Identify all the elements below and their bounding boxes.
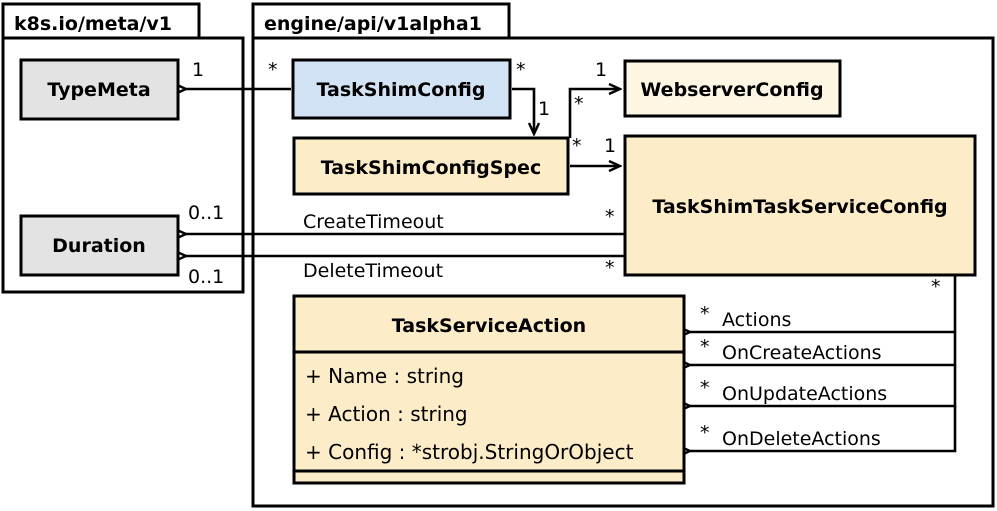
- class-attr-config: + Config : *strobj.StringOrObject: [305, 440, 634, 464]
- package-label-k8s-meta: k8s.io/meta/v1: [14, 13, 172, 35]
- mult-createtimeout-source: *: [605, 206, 615, 228]
- mult-createtimeout-target: 0..1: [188, 202, 224, 224]
- edge-labels-actions: Actions * OnCreateActions * OnUpdateActi…: [700, 303, 887, 450]
- edge-taskshimconfig-typemeta: * 1: [186, 59, 291, 89]
- edge-taskservice-duration-delete: DeleteTimeout * 0..1: [186, 256, 625, 288]
- edge-label-oncreateactions: OnCreateActions: [722, 342, 882, 364]
- edge-spec-taskservice: * 1: [570, 135, 620, 166]
- class-box-task-service-action[interactable]: [292, 294, 686, 485]
- class-box-webserver-config[interactable]: [623, 59, 842, 118]
- mult-deletetimeout-target: 0..1: [188, 266, 224, 288]
- class-type-meta[interactable]: TypeMeta: [19, 58, 180, 121]
- mult-webserver-source: *: [574, 93, 584, 115]
- class-box-task-shim-task-service-config[interactable]: [623, 134, 977, 277]
- class-box-task-shim-config[interactable]: [291, 58, 512, 120]
- class-task-service-action[interactable]: TaskServiceAction + Name : string + Acti…: [292, 294, 686, 485]
- edge-trunk-actions: *: [690, 276, 957, 451]
- class-title-duration: Duration: [52, 235, 146, 257]
- class-title-task-shim-config-spec: TaskShimConfigSpec: [321, 157, 541, 179]
- class-duration[interactable]: Duration: [19, 214, 180, 277]
- mult-spec-target: 1: [538, 98, 550, 120]
- mult-taskservice-target: 1: [604, 135, 616, 157]
- class-attr-action: + Action : string: [305, 402, 468, 426]
- mult-typemeta-target: 1: [192, 59, 204, 81]
- mult-taskshimconfig-source: *: [268, 59, 278, 81]
- class-attr-name: + Name : string: [305, 364, 464, 388]
- mult-actions-trunk: *: [931, 276, 941, 298]
- edge-label-onupdateactions: OnUpdateActions: [722, 383, 887, 405]
- mult-taskservice-source: *: [572, 135, 582, 157]
- class-box-duration[interactable]: [19, 214, 180, 277]
- edge-taskservice-duration-create: CreateTimeout * 0..1: [186, 202, 625, 234]
- mult-spec-source: *: [516, 59, 526, 81]
- package-label-engine-api: engine/api/v1alpha1: [264, 13, 482, 35]
- mult-actions-target: *: [700, 303, 710, 325]
- class-title-webserver-config: WebserverConfig: [640, 79, 823, 101]
- class-task-shim-config-spec[interactable]: TaskShimConfigSpec: [292, 136, 570, 196]
- mult-deletetimeout-source: *: [605, 257, 615, 279]
- class-title-task-shim-task-service-config: TaskShimTaskServiceConfig: [652, 196, 947, 218]
- class-task-shim-config[interactable]: TaskShimConfig: [291, 58, 512, 120]
- class-title-type-meta: TypeMeta: [47, 79, 150, 101]
- class-webserver-config[interactable]: WebserverConfig: [623, 59, 842, 118]
- class-title-task-service-action: TaskServiceAction: [392, 315, 586, 337]
- class-box-type-meta[interactable]: [19, 58, 180, 121]
- package-tab-engine-api: [251, 2, 511, 41]
- mult-ondeleteactions-target: *: [700, 422, 710, 444]
- mult-onupdateactions-target: *: [700, 377, 710, 399]
- edge-label-actions: Actions: [722, 309, 791, 331]
- class-title-task-shim-config: TaskShimConfig: [316, 79, 485, 101]
- edge-taskshimconfig-spec: * 1: [512, 59, 550, 134]
- mult-webserver-target: 1: [595, 59, 607, 81]
- class-task-shim-task-service-config[interactable]: TaskShimTaskServiceConfig: [623, 134, 977, 277]
- edge-spec-webserverconfig: * 1: [568, 59, 620, 138]
- mult-oncreateactions-target: *: [700, 336, 710, 358]
- edge-label-deletetimeout: DeleteTimeout: [303, 260, 443, 282]
- class-box-task-shim-config-spec[interactable]: [292, 136, 570, 196]
- edge-label-ondeleteactions: OnDeleteActions: [722, 428, 881, 450]
- edge-label-createtimeout: CreateTimeout: [303, 211, 444, 233]
